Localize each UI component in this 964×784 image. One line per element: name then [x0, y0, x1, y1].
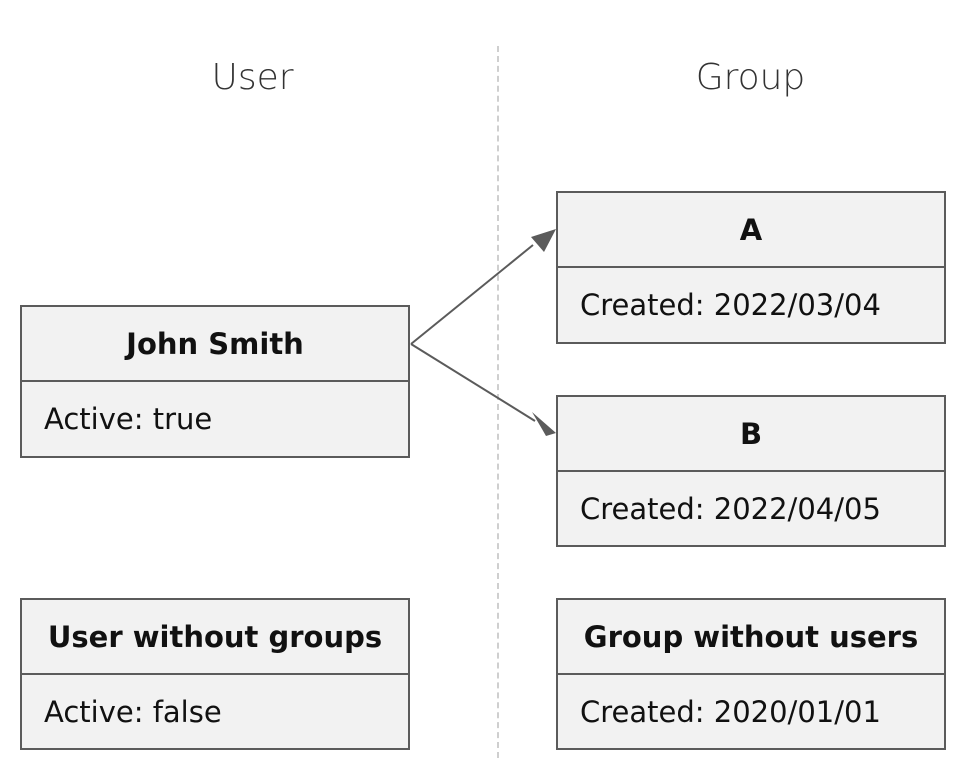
entity-attribute: Active: true	[44, 401, 213, 436]
entity-attribute: Created: 2022/03/04	[580, 287, 881, 322]
entity-attribute: Active: false	[44, 694, 222, 729]
arrowhead-a	[531, 229, 556, 252]
user-entity-john-smith: John Smith Active: true	[20, 305, 410, 458]
entity-name: A	[558, 193, 944, 268]
arrowhead-b	[532, 412, 556, 436]
entity-name: Group without users	[558, 600, 944, 675]
entity-name: John Smith	[22, 307, 408, 382]
arrow-john-to-a	[410, 244, 534, 345]
group-entity-a: A Created: 2022/03/04	[556, 191, 946, 344]
entity-attribute: Created: 2020/01/01	[580, 694, 881, 729]
entity-name: B	[558, 397, 944, 472]
group-entity-b: B Created: 2022/04/05	[556, 395, 946, 547]
arrow-john-to-b	[410, 343, 536, 422]
user-column-title: User	[211, 57, 294, 98]
entity-name: User without groups	[22, 600, 408, 675]
column-divider	[497, 46, 499, 758]
user-entity-without-groups: User without groups Active: false	[20, 598, 410, 750]
entity-attribute: Created: 2022/04/05	[580, 491, 881, 526]
group-column-title: Group	[695, 57, 806, 98]
group-entity-without-users: Group without users Created: 2020/01/01	[556, 598, 946, 750]
